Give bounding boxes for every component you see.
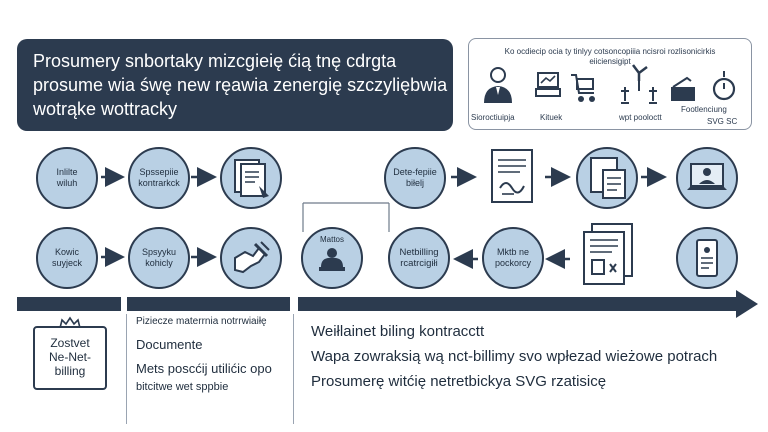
flow-node-meter-label: Mattos [319, 234, 344, 244]
right-column-line-1: Weiłlainet biling kontracctt [311, 323, 485, 340]
flow-node-file-review [576, 147, 638, 209]
flow-node-start-label: Inlilte wiluh [56, 167, 78, 188]
net-billing-box: Zostvet Ne-Net- billing [33, 326, 107, 390]
flow-node-signing [220, 227, 282, 289]
box-icon [671, 76, 695, 101]
legend-caption-1: Ko ocdiecip ocia ty tinlyy cotsoncopiiia… [504, 47, 716, 56]
legend-label-clock: SVG SC [707, 117, 738, 126]
flow-node-billing-data: Dete-fepiie biłelj [384, 147, 446, 209]
meter-user-icon [319, 247, 345, 271]
timeline-arrowhead-icon [736, 290, 758, 318]
certificate-document-icon [583, 223, 633, 285]
mid-column-body-1: Mets poscćij utilićic opo [136, 361, 272, 376]
cart-icon [571, 74, 595, 102]
timeline-bar-3 [298, 297, 738, 311]
flow-node-customer-label: Kowic suyjeck [51, 247, 82, 268]
legend-label-stack: Kituek [540, 113, 563, 122]
legend-label-user: Sioroctiuipja [471, 113, 515, 122]
flow-node-laptop [676, 147, 738, 209]
flow-node-check: Spsyyku kohicly [128, 227, 190, 289]
mid-column-heading: Documente [136, 337, 203, 352]
flow-node-start: Inlilte wiluh [36, 147, 98, 209]
column-divider-2 [293, 314, 294, 424]
flow-node-contract: Spssepiie kontrarkck [128, 147, 190, 209]
user-icon [484, 67, 512, 103]
mobile-id-icon [696, 239, 718, 277]
handshake-icon [234, 241, 270, 274]
flow-node-mobile [676, 227, 738, 289]
net-billing-box-label: Zostvet Ne-Net- billing [48, 336, 91, 378]
flow-node-customer: Kowic suyjeck [36, 227, 98, 289]
legend-label-box: Footlenciung [681, 105, 727, 114]
flow-node-netbilling: Netbilling rcatrcigiłi [388, 227, 450, 289]
column-divider-1 [126, 314, 127, 424]
legend-caption-2: eiiciensigipt [589, 57, 631, 66]
right-column-line-2: Wapa zowraksią wą nct-billimy svo wpłeza… [311, 348, 718, 365]
header-banner: Prosumery snbortaky mizcgieię ćią tnę cd… [17, 39, 453, 131]
file-review-icon [590, 157, 626, 199]
stack-icon [535, 72, 561, 97]
flow-node-contract-label: Spssepiie kontrarkck [138, 167, 180, 188]
windmill-icon [621, 64, 657, 104]
mid-column-title: Piziecze materrnia notrrwiaiłę [136, 316, 267, 327]
clock-icon [712, 71, 736, 101]
documents-icon [234, 159, 269, 198]
right-column-line-3: Prosumerę witćię netretbickya SVG rzatis… [311, 373, 607, 390]
legend-panel: Ko ocdiecip ocia ty tinlyy cotsoncopiiia… [468, 38, 752, 130]
flow-node-documents [220, 147, 282, 209]
flow-node-settlement-label: Mktb ne pockorcy [494, 247, 531, 268]
contract-document-icon [491, 149, 533, 203]
timeline-bar-1 [17, 297, 121, 311]
legend-label-windmill: wpt pooloctt [619, 113, 662, 122]
flow-node-meter: Mattos [301, 227, 363, 289]
header-line-1: Prosumery snbortaky mizcgieię ćią tnę cd… [33, 51, 397, 71]
header-line-2: prosume wia śwę new ręawia zenergię szcz… [33, 75, 448, 95]
flow-node-settlement: Mktb ne pockorcy [482, 227, 544, 289]
timeline-bar-2 [127, 297, 290, 311]
flow-node-netbilling-label: Netbilling rcatrcigiłi [399, 247, 439, 269]
flow-node-check-label: Spsyyku kohicly [141, 247, 176, 268]
mid-column-body-2: bitcitwe wet sppbie [136, 381, 229, 393]
flow-node-billing-data-label: Dete-fepiie biłelj [393, 167, 437, 188]
header-line-3: wotrąke wottracky [33, 99, 178, 119]
laptop-user-icon [687, 163, 727, 190]
connector-lines [302, 202, 390, 232]
